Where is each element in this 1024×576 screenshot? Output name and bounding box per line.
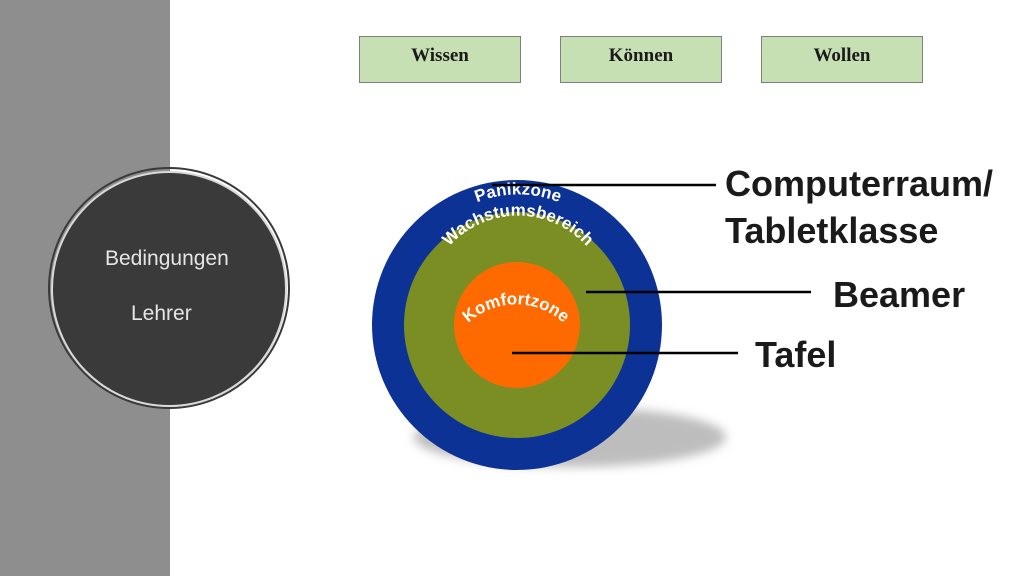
conditions-badge [51,171,287,407]
callout-beamer: Beamer [833,274,966,315]
callout-tafel: Tafel [755,334,837,375]
comfort-zone-circle [454,262,580,388]
callout-computerraum: Computerraum/ Tabletklasse [725,160,993,254]
badge-title: Bedingungen [105,247,229,270]
badge-outline [48,167,290,409]
tab-wissen[interactable]: Wissen [359,36,521,83]
tab-koennen[interactable]: Können [560,36,722,83]
callout-computerraum-line2: Tabletklasse [725,210,939,251]
badge-subtitle: Lehrer [131,302,192,325]
callout-computerraum-line1: Computerraum/ [725,163,994,204]
tab-wollen[interactable]: Wollen [761,36,923,83]
